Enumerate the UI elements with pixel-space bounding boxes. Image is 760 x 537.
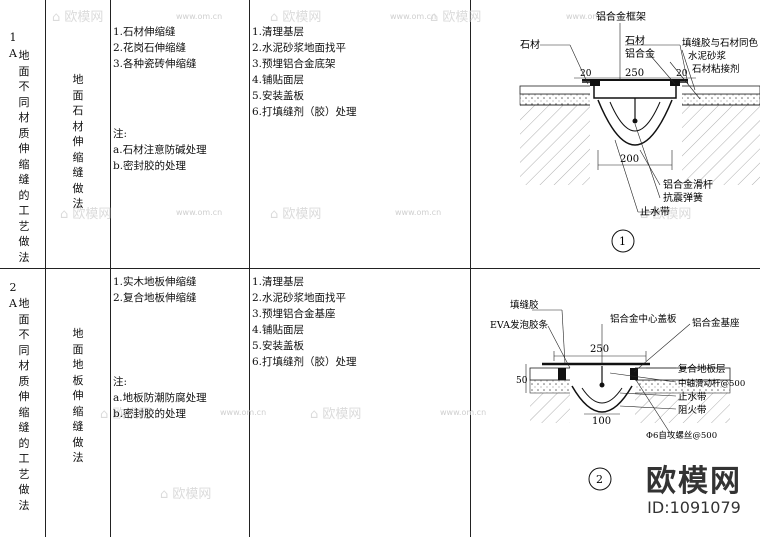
- section-1-title: 地面不同材质伸缩缝的工艺做法: [18, 49, 30, 264]
- note-item: b.密封胶的处理: [113, 408, 187, 420]
- section-1-code: 1A: [9, 31, 17, 60]
- material-item: 3.各种瓷砖伸缩缝: [113, 58, 197, 70]
- label-caulk: 填缝胶: [510, 299, 539, 311]
- detail-number-circle: [588, 467, 612, 491]
- step-item: 3.预埋铝合金底架: [252, 58, 336, 70]
- step-item: 3.预埋铝合金基座: [252, 308, 336, 320]
- model-id: ID:1091079: [647, 498, 741, 517]
- section-1-steps: 1.清理基层 2.水泥砂浆地面找平 3.预埋铝合金底架 4.铺贴面层 5.安装盖…: [252, 24, 357, 120]
- label-eva-strip: EVA发泡胶条: [490, 319, 549, 331]
- waterstop-shape: [571, 385, 633, 413]
- material-item: 2.复合地板伸缩缝: [113, 292, 197, 304]
- section-1-notes: 注: a.石材注意防碱处理 b.密封胶的处理: [113, 126, 207, 174]
- label-mortar: 水泥砂浆: [688, 50, 727, 62]
- label-caulk: 填缝胶与石材同色: [682, 37, 759, 49]
- brand-watermark: 欧模网 ID:1091079: [646, 456, 742, 517]
- label-adhesive: 石材粘接剂: [692, 63, 740, 75]
- label-stone-left: 石材: [520, 38, 540, 51]
- dim-label: 20: [676, 69, 688, 79]
- dim-label: 250: [590, 344, 609, 355]
- note-item: a.地板防潮防腐处理: [113, 392, 207, 404]
- label-waterstop: 止水带: [640, 206, 670, 218]
- label-stone: 石材: [625, 34, 645, 47]
- joint-detail-drawing-1: 20 250 20 200 石材 铝合金框架 石材 铝合金 填缝胶与石材同色 水…: [519, 10, 760, 253]
- step-item: 2.水泥砂浆地面找平: [252, 42, 347, 54]
- note-item: b.密封胶的处理: [113, 160, 187, 172]
- step-item: 2.水泥砂浆地面找平: [252, 292, 347, 304]
- section-2-title: 地面不同材质伸缩缝的工艺做法: [18, 297, 30, 512]
- label-waterstop: 止水带: [678, 391, 707, 403]
- step-item: 6.打填缝剂（胶）处理: [252, 106, 357, 118]
- dim-label: 50: [516, 376, 528, 386]
- label-cover-plate: 铝合金中心盖板: [610, 313, 677, 325]
- label-aluminium: 铝合金: [625, 47, 655, 60]
- dim-label: 200: [620, 154, 639, 165]
- step-item: 4.铺贴面层: [252, 324, 305, 336]
- section-2-notes: 注: a.地板防潮防腐处理 b.密封胶的处理: [113, 374, 207, 422]
- step-item: 4.铺贴面层: [252, 74, 305, 86]
- step-item: 6.打填缝剂（胶）处理: [252, 356, 357, 368]
- label-floor-layer: 复合地板层: [678, 363, 726, 375]
- dim-label: 20: [580, 69, 592, 79]
- dim-label: 250: [625, 68, 644, 79]
- notes-label: 注:: [113, 128, 128, 140]
- brand-logo: 欧模网: [646, 464, 742, 499]
- label-alu-base: 铝合金基座: [692, 317, 740, 329]
- material-item: 2.花岗石伸缩缝: [113, 42, 187, 54]
- step-item: 5.安装盖板: [252, 90, 305, 102]
- note-item: a.石材注意防碱处理: [113, 144, 207, 156]
- section-2-code: 2A: [9, 281, 17, 310]
- label-alu-frame: 铝合金框架: [596, 10, 646, 23]
- joint-detail-drawing-2: 250 50 100 填缝胶 EVA发泡胶条 铝合金中心盖板 铝合金基座 复合地…: [490, 299, 745, 491]
- section-1-name: 地面石材伸缩缝做法: [72, 73, 84, 210]
- dim-label: 100: [592, 416, 611, 427]
- section-2-steps: 1.清理基层 2.水泥砂浆地面找平 3.预埋铝合金基座 4.铺贴面层 5.安装盖…: [252, 274, 357, 370]
- label-screw: Φ6自攻螺丝@500: [646, 430, 717, 441]
- step-item: 1.清理基层: [252, 276, 305, 288]
- section-1-materials: 1.石材伸缩缝 2.花岗石伸缩缝 3.各种瓷砖伸缩缝: [113, 24, 197, 72]
- detail-number: 1: [619, 235, 626, 248]
- material-item: 1.实木地板伸缩缝: [113, 276, 197, 288]
- label-slide-rod: 铝合金滑杆: [663, 178, 713, 191]
- label-slide-rod: 中轴滑动杆@500: [678, 378, 745, 389]
- notes-label: 注:: [113, 376, 128, 388]
- label-spring: 抗震弹簧: [663, 191, 703, 204]
- grid-line: [0, 268, 760, 269]
- step-item: 5.安装盖板: [252, 340, 305, 352]
- label-fire-strip: 阻火带: [678, 405, 707, 416]
- section-2-materials: 1.实木地板伸缩缝 2.复合地板伸缩缝: [113, 274, 197, 306]
- detail-number: 2: [596, 473, 603, 486]
- material-item: 1.石材伸缩缝: [113, 26, 176, 38]
- section-2-name: 地面地板伸缩缝做法: [72, 327, 84, 464]
- step-item: 1.清理基层: [252, 26, 305, 38]
- detail-number-circle: [611, 229, 635, 253]
